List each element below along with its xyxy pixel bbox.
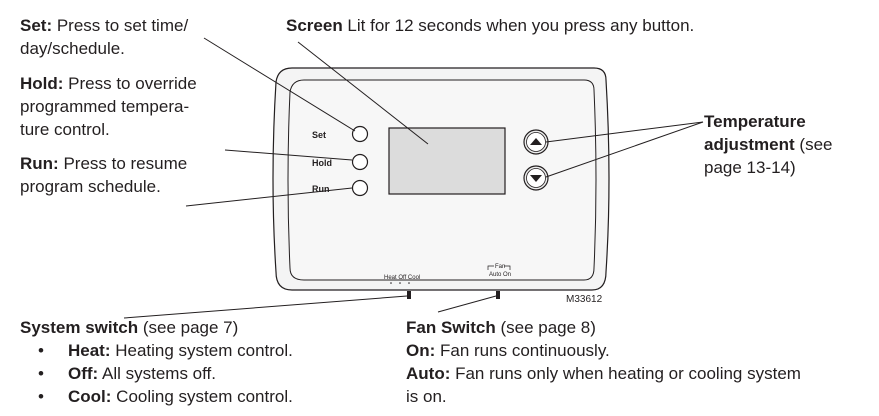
run-desc-line1: Press to resume — [58, 154, 188, 173]
fan-auto-desc-line1: Fan runs only when heating or cooling sy… — [450, 364, 801, 383]
fan-switch-term: Fan Switch — [406, 318, 496, 337]
temperature-up-button[interactable] — [523, 129, 549, 155]
fan-switch-bracket — [487, 265, 511, 270]
temperature-desc-line1: (see — [794, 135, 833, 154]
set-button[interactable] — [351, 125, 369, 143]
fan-auto-desc-line2: is on. — [406, 387, 447, 406]
down-arrow-icon — [530, 175, 542, 182]
off-desc: All systems off. — [98, 364, 216, 383]
screen-desc: Lit for 12 seconds when you press any bu… — [342, 16, 695, 35]
set-term: Set: — [20, 16, 53, 35]
run-button-label: Run — [312, 184, 330, 194]
system-switch[interactable] — [407, 291, 411, 299]
fan-auto-term: Auto: — [406, 364, 451, 383]
fan-switch-desc: (see page 8) — [495, 318, 596, 337]
set-desc-line2: day/schedule. — [20, 39, 125, 58]
fan-switch[interactable] — [496, 291, 500, 299]
cool-desc: Cooling system control. — [111, 387, 293, 406]
temperature-term-line1: Temperature — [704, 112, 806, 131]
heat-desc: Heating system control. — [110, 341, 293, 360]
off-term: Off: — [68, 364, 99, 383]
system-switch-device-label: Heat Off Cool — [384, 275, 420, 281]
lcd-screen — [388, 127, 506, 195]
hold-desc-line3: ture control. — [20, 120, 110, 139]
hold-term: Hold: — [20, 74, 64, 93]
run-callout: Run: Press to resume program schedule. — [20, 152, 187, 198]
hold-callout: Hold: Press to override programmed tempe… — [20, 72, 197, 141]
temperature-term-line2: adjustment — [704, 135, 795, 154]
leader-lines — [123, 37, 704, 319]
system-switch-list: Heat: Heating system control. Off: All s… — [20, 339, 293, 408]
hold-desc-line2: programmed tempera- — [20, 97, 190, 116]
cool-term: Cool: — [68, 387, 112, 406]
system-switch-desc: (see page 7) — [138, 318, 239, 337]
hold-desc-line1: Press to override — [63, 74, 197, 93]
temperature-desc-line2: page 13-14) — [704, 158, 796, 177]
temperature-callout: Temperature adjustment (see page 13-14) — [704, 110, 832, 179]
run-term: Run: — [20, 154, 59, 173]
fan-switch-options-label: Auto On — [489, 272, 511, 278]
fan-on-desc: Fan runs continuously. — [435, 341, 610, 360]
hold-button[interactable] — [351, 153, 369, 171]
temperature-down-button[interactable] — [523, 165, 549, 191]
run-button[interactable] — [351, 179, 369, 197]
up-arrow-icon — [530, 138, 542, 145]
system-switch-ticks — [390, 282, 410, 284]
fan-on-term: On: — [406, 341, 436, 360]
model-code: M33612 — [566, 294, 603, 305]
system-switch-item-heat: Heat: Heating system control. — [20, 339, 293, 362]
system-switch-item-cool: Cool: Cooling system control. — [20, 385, 293, 408]
heat-term: Heat: — [68, 341, 111, 360]
run-desc-line2: program schedule. — [20, 177, 161, 196]
system-switch-callout: System switch (see page 7) Heat: Heating… — [20, 316, 293, 408]
set-button-label: Set — [312, 130, 326, 140]
system-switch-item-off: Off: All systems off. — [20, 362, 293, 385]
set-callout: Set: Press to set time/ day/schedule. — [20, 14, 188, 60]
hold-button-label: Hold — [312, 158, 332, 168]
fan-switch-device-label: Fan — [495, 264, 505, 270]
fan-switch-callout: Fan Switch (see page 8) On: Fan runs con… — [406, 316, 801, 408]
screen-term: Screen — [286, 16, 343, 35]
screen-callout: Screen Lit for 12 seconds when you press… — [286, 14, 694, 37]
system-switch-term: System switch — [20, 318, 139, 337]
set-desc-line1: Press to set time/ — [52, 16, 189, 35]
